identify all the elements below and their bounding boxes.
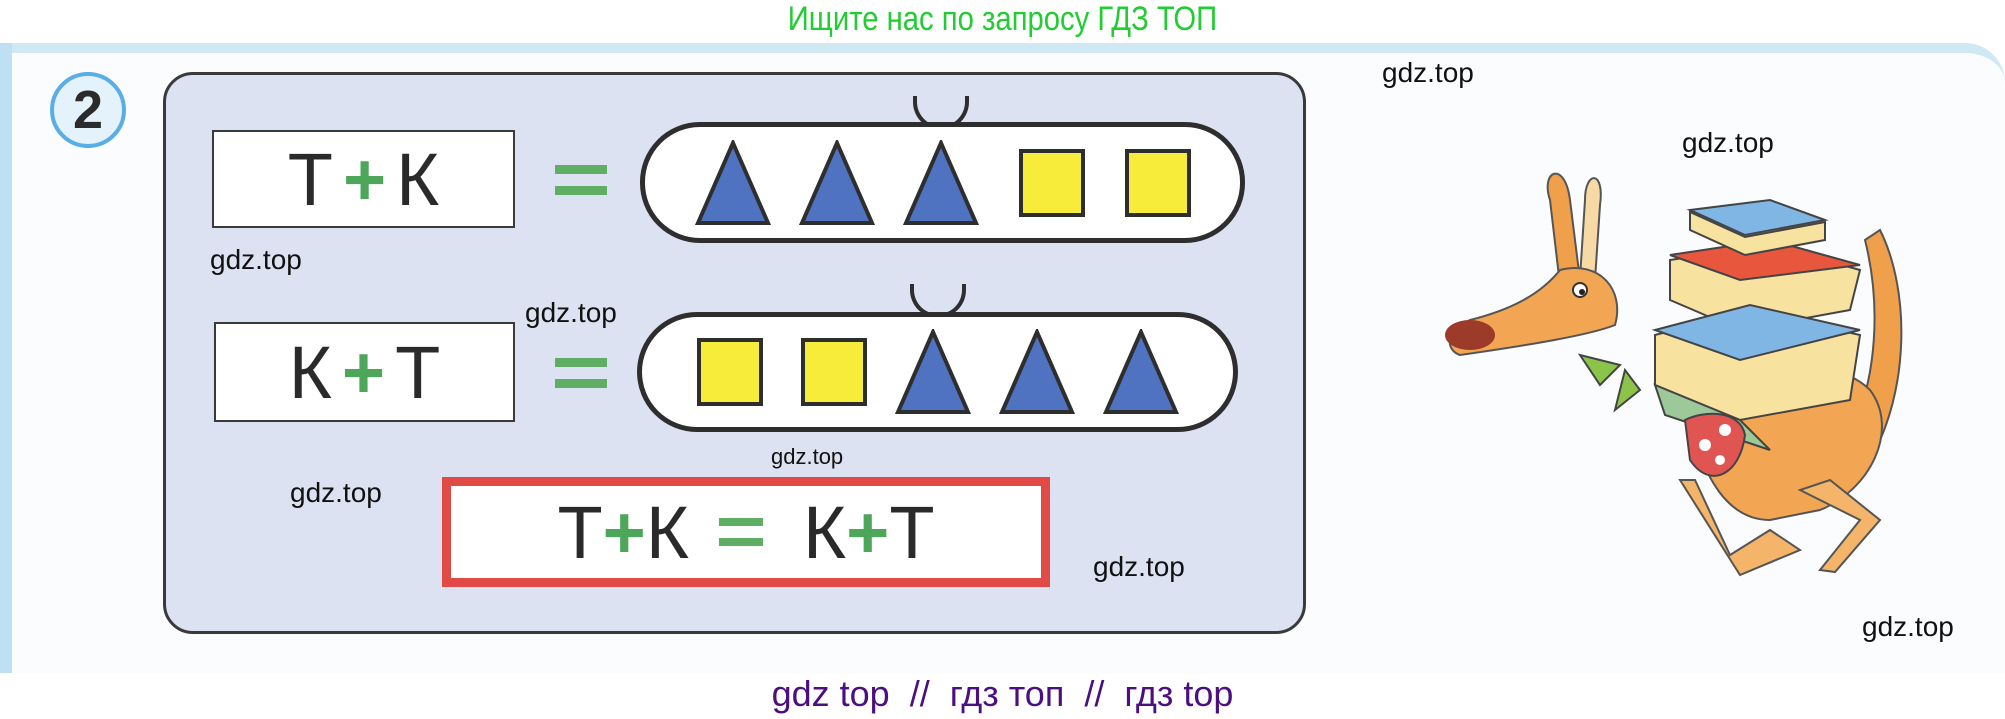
equals-sign: [719, 518, 763, 546]
plus-sign: +: [602, 490, 646, 574]
plus-sign: +: [342, 137, 387, 221]
triangle-shape: [902, 139, 979, 225]
watermark: gdz.top: [1382, 57, 1474, 88]
watermark: gdz.top: [1093, 551, 1185, 582]
watermark: gdz.top: [525, 297, 617, 328]
promo-header: Ищите нас по запросу ГДЗ ТОП: [787, 0, 1218, 38]
watermark: gdz.top: [771, 444, 844, 469]
triangle-shape: [894, 329, 971, 414]
page-edge-strip: [0, 43, 12, 673]
expr-left: Т: [287, 137, 333, 221]
footer-watermark: gdz top // гдз топ // гдз top: [771, 673, 1234, 714]
shape-sequence-row-1: [640, 122, 1245, 243]
lhs-left: Т: [557, 490, 603, 574]
triangle-shape: [798, 139, 875, 225]
watermark: gdz.top: [210, 244, 302, 275]
watermark: gdz.top: [1682, 127, 1774, 158]
kangaroo-carrying-books-icon: [1445, 172, 1903, 577]
rhs-left: К: [803, 490, 847, 574]
square-shape: [696, 338, 763, 406]
triangle-shape: [1102, 329, 1179, 414]
triangle-shape: [998, 329, 1075, 414]
square-shape: [1018, 148, 1085, 217]
triangle-shape: [694, 139, 771, 225]
equals-sign-row-2: [555, 358, 607, 388]
plus-sign: +: [341, 330, 386, 414]
expression-box-row-1: Т + К: [212, 130, 515, 228]
lhs-right: К: [645, 490, 689, 574]
equals-sign-row-1: [555, 165, 607, 195]
watermark: gdz.top: [290, 477, 382, 508]
square-shape: [1124, 148, 1191, 217]
exercise-number-badge: 2: [50, 72, 126, 148]
rhs-right: Т: [889, 490, 935, 574]
commutative-conclusion-box: Т + К К + Т: [442, 477, 1050, 587]
plus-sign: +: [846, 490, 890, 574]
expr-right: Т: [395, 330, 441, 414]
expr-right: К: [396, 137, 440, 221]
shape-sequence-row-2: [637, 312, 1238, 432]
expression-box-row-2: К + Т: [214, 322, 515, 422]
watermark: gdz.top: [1862, 611, 1954, 642]
expr-left: К: [288, 330, 332, 414]
square-shape: [800, 338, 867, 406]
